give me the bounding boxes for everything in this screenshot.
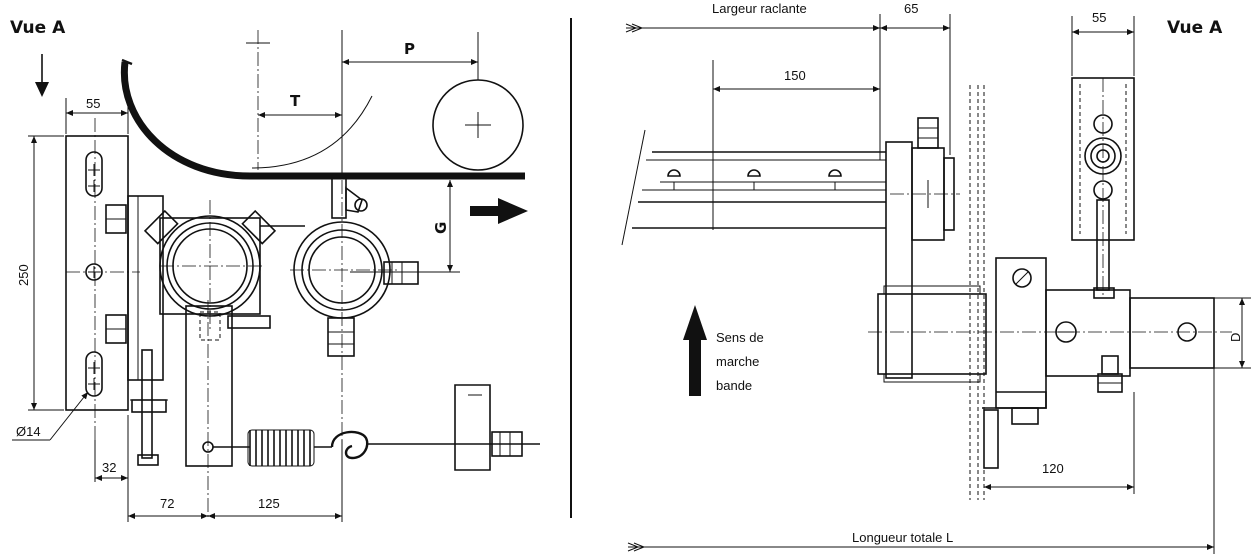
dim-72-label: 72 [160,496,174,511]
dim-125-label: 125 [258,496,280,511]
conveyor-belt [120,58,525,180]
dim-55-left [65,98,129,134]
dim-d-label: D [1228,333,1243,342]
dim-d14 [12,391,89,441]
view-direction-arrow [35,54,49,97]
tension-rod [366,384,540,471]
scraper-tube-holder [143,200,277,330]
belt-direction-arrow-right [683,305,707,396]
direction-line-1: Sens de [716,330,764,345]
dim-150-label: 150 [784,68,806,83]
tension-holder [1071,77,1135,296]
shaft-clamp [982,257,1047,469]
dim-d14-label: Ø14 [16,424,41,439]
dim-120-label: 120 [1042,461,1064,476]
dim-120 [984,392,1135,494]
dim-t-label: T [290,92,301,110]
belt-direction-arrow [470,198,528,224]
drum-arc [251,95,373,169]
direction-line-2: marche [716,354,759,369]
shaft-bolt [1097,355,1123,393]
mounting-plate [65,118,140,440]
dim-32-label: 32 [102,460,116,475]
dim-g-label: G [432,222,450,234]
drum-centre-mark [246,30,270,170]
longueur-label: Longueur totale L [852,530,953,545]
tension-spring [213,429,369,467]
dim-p [341,30,478,176]
dim-55-right-label: 55 [1092,10,1106,25]
dim-65-label: 65 [904,1,918,16]
dim-p-label: P [404,40,415,58]
dim-d [1214,297,1251,369]
dim-72-125 [128,440,343,522]
bracket [127,195,164,381]
tension-lever [185,300,271,520]
dim-55-right [1071,16,1135,76]
direction-line-3: bande [716,378,752,393]
dim-250 [28,135,64,411]
blade-holder [885,117,960,379]
shaft [868,285,1232,383]
second-tube-holder [260,180,419,440]
scraper-beam [621,129,886,246]
adjusting-screw [130,349,168,466]
dim-largeur [625,14,951,160]
right-view-title: Vue A [1167,18,1223,38]
break-lines [969,85,985,500]
dim-55-label: 55 [86,96,100,111]
dim-32 [94,415,129,522]
scraper-blade [331,177,368,219]
dim-g [350,180,460,273]
dim-150 [712,60,880,230]
left-view: Vue A [10,18,540,522]
left-view-title: Vue A [10,18,66,38]
right-view: Vue A Largeur raclante 65 150 [621,1,1251,554]
return-idler [432,32,524,171]
largeur-label: Largeur raclante [712,1,807,16]
dim-250-label: 250 [16,264,31,286]
dim-longueur [627,368,1215,554]
